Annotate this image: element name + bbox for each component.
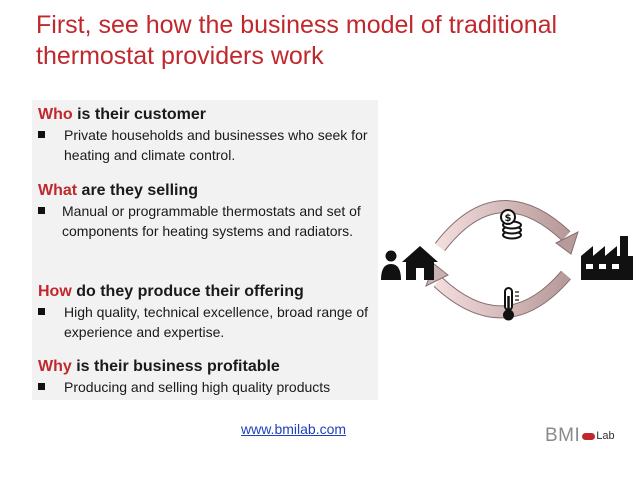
section-how: How do they produce their offering High …: [38, 282, 374, 342]
customer-home-icon: [381, 246, 438, 280]
bullet-square-icon: [38, 207, 45, 214]
business-model-panel: Who is their customer Private households…: [32, 100, 378, 400]
section-why: Why is their business profitable Produci…: [38, 357, 374, 397]
slide-title: First, see how the business model of tra…: [36, 11, 558, 70]
value-flow-diagram: $: [381, 200, 633, 321]
money-coins-icon: $: [500, 209, 522, 240]
section-who: Who is their customer Private households…: [38, 105, 374, 165]
top-flow-arrow: [434, 200, 579, 255]
section-heading: How do they produce their offering: [38, 283, 304, 300]
website-link[interactable]: www.bmilab.com: [241, 421, 347, 437]
thermometer-icon: [503, 287, 519, 321]
bullet-square-icon: [38, 383, 45, 390]
bullet-item: Manual or programmable thermostats and s…: [38, 201, 374, 241]
section-heading: Who is their customer: [38, 106, 207, 123]
section-heading: Why is their business profitable: [38, 358, 280, 375]
bullet-square-icon: [38, 131, 45, 138]
section-what: What are they selling Manual or programm…: [38, 181, 374, 241]
bullet-item: Private households and businesses who se…: [38, 125, 374, 165]
bullet-item: High quality, technical excellence, broa…: [38, 302, 374, 342]
svg-text:$: $: [505, 213, 512, 224]
bullet-square-icon: [38, 308, 45, 315]
section-heading: What are they selling: [38, 182, 199, 199]
bottom-flow-arrow: [425, 263, 571, 319]
logo-dot-icon: [582, 432, 596, 440]
factory-icon: [581, 236, 633, 280]
bullet-item: Producing and selling high quality produ…: [38, 377, 374, 397]
